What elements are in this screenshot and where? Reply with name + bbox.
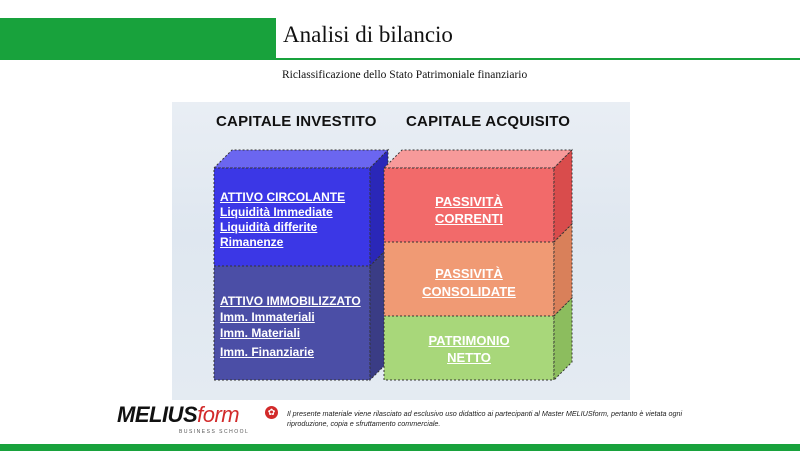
- page-subtitle: Riclassificazione dello Stato Patrimonia…: [282, 69, 528, 81]
- patrimonio-netto-line: NETTO: [447, 350, 491, 365]
- page-title: Analisi di bilancio: [283, 22, 453, 47]
- passivita-correnti-line: PASSIVITÀ: [435, 194, 503, 209]
- attivo-circolante-item: Rimanenze: [220, 235, 284, 249]
- logo-accent-text: form: [197, 402, 240, 427]
- footer-accent-bar: [0, 444, 800, 451]
- capitale-acquisito-header: CAPITALE ACQUISITO: [406, 113, 571, 130]
- attivo-immobilizzato-title: ATTIVO IMMOBILIZZATO: [220, 294, 361, 308]
- patrimonio-netto-side: [553, 296, 573, 382]
- disclaimer-text: Il presente materiale viene rilasciato a…: [287, 409, 683, 428]
- logo-mark-icon: ✿: [265, 406, 278, 419]
- capitale-investito-header: CAPITALE INVESTITO: [216, 113, 377, 130]
- passivita-correnti-side: [553, 148, 573, 244]
- attivo-circolante-top: [212, 149, 390, 169]
- attivo-circolante-item: Liquidità Immediate: [220, 205, 333, 219]
- logo-main-text: MELIUS: [117, 402, 198, 427]
- header-accent-bar: [0, 18, 276, 60]
- attivo-circolante-front: [213, 167, 371, 267]
- attivo-circolante-item: Liquidità differite: [220, 220, 318, 234]
- passivita-correnti-label: PASSIVITÀ CORRENTI: [404, 193, 534, 227]
- passivita-correnti-front: [383, 167, 555, 243]
- passivita-correnti-line: CORRENTI: [435, 211, 503, 226]
- passivita-consolidate-side: [553, 222, 573, 318]
- patrimonio-netto-label: PATRIMONIO NETTO: [399, 332, 539, 366]
- passivita-consolidate-label: PASSIVITÀ CONSOLIDATE: [394, 265, 544, 301]
- attivo-circolante-label: ATTIVO CIRCOLANTE Liquidità Immediate Li…: [220, 190, 345, 250]
- passivita-consolidate-line: CONSOLIDATE: [422, 284, 516, 299]
- passivita-correnti-top: [382, 149, 574, 169]
- attivo-immobilizzato-item: Imm. Materiali: [220, 326, 301, 340]
- meliusform-logo: MELIUSform ✿ BUSINESS SCHOOL: [117, 402, 278, 442]
- passivita-consolidate-front: [383, 241, 555, 317]
- attivo-immobilizzato-item: Imm. Immateriali: [220, 310, 315, 324]
- header-rule: [276, 58, 800, 60]
- passivita-consolidate-line: PASSIVITÀ: [435, 266, 503, 281]
- attivo-circolante-title: ATTIVO CIRCOLANTE: [220, 190, 346, 204]
- attivo-immobilizzato-front: [213, 265, 371, 381]
- logo-wordmark: MELIUSform: [117, 402, 240, 428]
- patrimonio-netto-line: PATRIMONIO: [428, 333, 510, 348]
- attivo-immobilizzato-item: Imm. Finanziarie: [220, 345, 315, 359]
- attivo-immobilizzato-label: ATTIVO IMMOBILIZZATO Imm. Immateriali Im…: [220, 293, 361, 360]
- logo-subtitle: BUSINESS SCHOOL: [179, 429, 250, 435]
